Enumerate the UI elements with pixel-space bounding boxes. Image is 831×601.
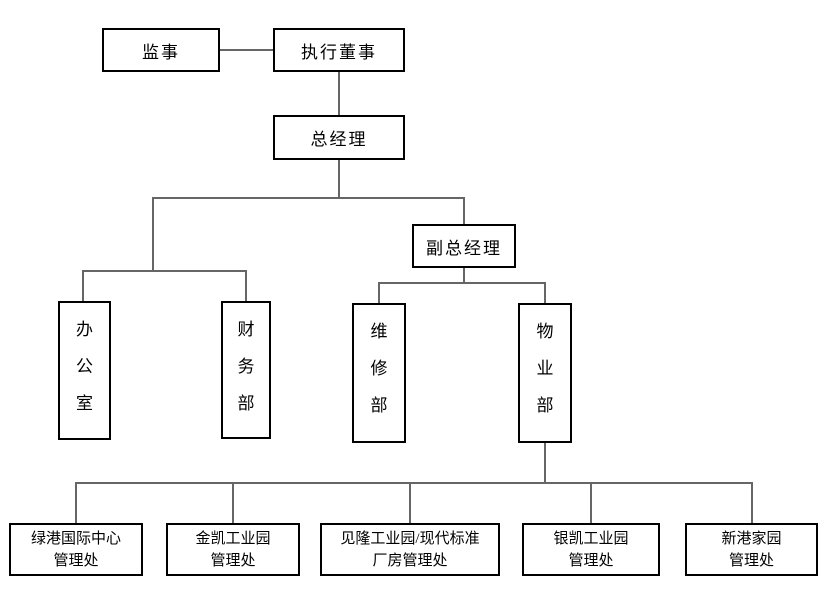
connector-mgmt3-drop [409, 482, 411, 523]
org-node-lvgang-mgmt-office: 绿港国际中心 管理处 [9, 523, 143, 576]
org-node-general-manager-label: 总经理 [310, 130, 368, 149]
org-node-lvgang-mgmt-office-label: 绿港国际中心 管理处 [30, 530, 121, 569]
connector-mgmt4-drop [590, 482, 592, 523]
org-node-office: 办公室 [58, 301, 111, 440]
connector-dgm-drop [463, 197, 465, 225]
connector-dgm-down [463, 268, 465, 283]
org-node-office-label: 办公室 [76, 320, 93, 413]
org-node-supervisor-label: 监事 [142, 42, 180, 62]
org-node-finance-dept-label: 财务部 [237, 320, 255, 413]
org-node-jianlong-mgmt-office-label: 见隆工业园/现代标准 厂房管理处 [340, 530, 480, 569]
connector-director-gm [338, 72, 340, 115]
org-node-deputy-general-manager: 副总经理 [412, 224, 516, 268]
org-node-xingang-mgmt-office: 新港家园 管理处 [685, 523, 818, 576]
connector-gm-branch-horizontal [152, 197, 465, 199]
connector-office-finance-horizontal [82, 270, 247, 272]
connector-finance-drop [245, 270, 247, 302]
connector-supervisor-director [220, 49, 273, 51]
connector-gm-down [338, 160, 340, 198]
org-node-executive-director: 执行董事 [273, 28, 405, 72]
org-node-general-manager: 总经理 [273, 115, 405, 160]
org-node-finance-dept: 财务部 [221, 301, 271, 439]
connector-property-drop [544, 282, 546, 304]
org-node-property-dept-label: 物业部 [536, 322, 554, 415]
org-node-yinkai-mgmt-office: 银凯工业园 管理处 [522, 523, 660, 576]
org-node-supervisor: 监事 [102, 28, 220, 72]
connector-maintenance-drop [378, 282, 380, 304]
org-node-jinkai-mgmt-office: 金凯工业园 管理处 [166, 523, 300, 576]
connector-mgmt-horizontal [75, 482, 753, 484]
org-node-jinkai-mgmt-office-label: 金凯工业园 管理处 [195, 530, 271, 569]
org-node-yinkai-mgmt-office-label: 银凯工业园 管理处 [553, 530, 629, 569]
connector-left-branch-down [152, 197, 154, 271]
connector-maint-property-horizontal [378, 282, 545, 284]
connector-property-down [544, 443, 546, 483]
connector-mgmt2-drop [232, 482, 234, 523]
org-node-executive-director-label: 执行董事 [301, 42, 377, 62]
connector-mgmt5-drop [751, 482, 753, 523]
org-node-maintenance-dept-label: 维修部 [370, 322, 388, 415]
org-node-xingang-mgmt-office-label: 新港家园 管理处 [721, 530, 782, 569]
org-node-property-dept: 物业部 [518, 303, 572, 443]
connector-office-drop [82, 270, 84, 302]
org-node-jianlong-mgmt-office: 见隆工业园/现代标准 厂房管理处 [320, 523, 500, 576]
org-node-maintenance-dept: 维修部 [352, 303, 406, 443]
org-node-deputy-general-manager-label: 副总经理 [426, 238, 502, 258]
connector-mgmt1-drop [75, 482, 77, 523]
